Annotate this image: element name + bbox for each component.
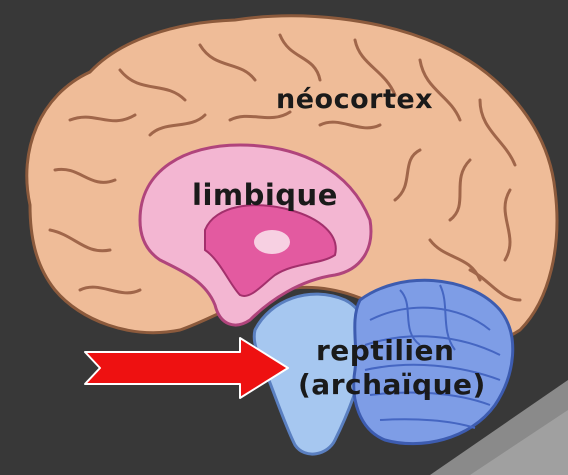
archaic-label: (archaïque) [298,371,486,399]
reptilian-label: reptilien [316,337,454,365]
neocortex-label: néocortex [276,86,433,113]
limbic-label: limbique [192,181,338,210]
thalamus [254,230,290,254]
